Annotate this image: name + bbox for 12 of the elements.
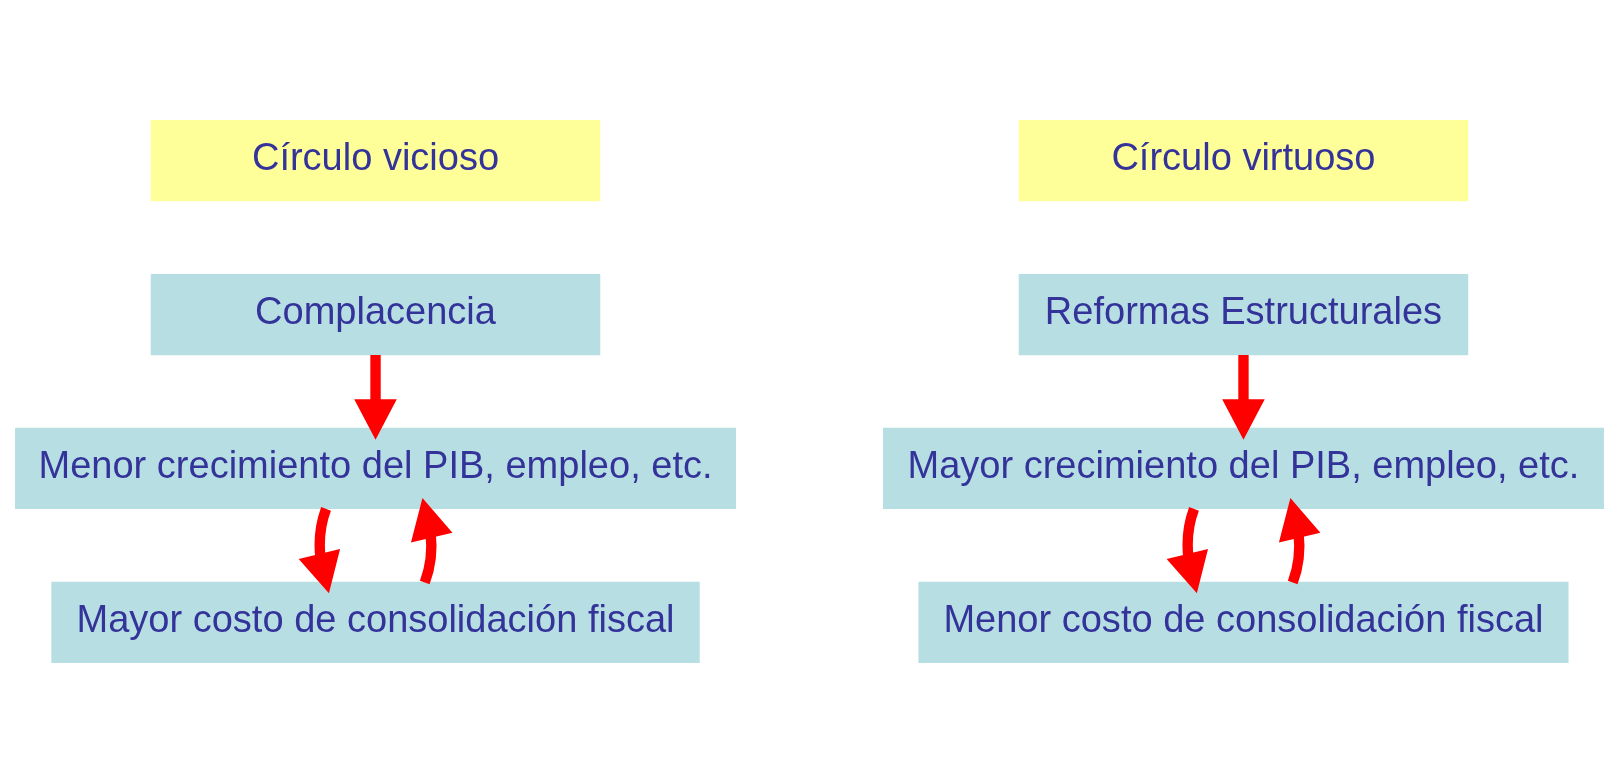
arrow	[1222, 354, 1265, 440]
node-box: Mayor costo de consolidación fiscal	[51, 581, 700, 663]
arrow	[1166, 506, 1208, 593]
node-box: Círculo vicioso	[150, 119, 601, 201]
node-box: Menor crecimiento del PIB, empleo, etc.	[15, 427, 736, 509]
arrow	[298, 506, 341, 593]
node-box: Mayor crecimiento del PIB, empleo, etc.	[883, 427, 1604, 509]
node-box: Círculo virtuoso	[1018, 119, 1469, 201]
node-box: Complacencia	[150, 273, 601, 355]
node-box: Menor costo de consolidación fiscal	[918, 581, 1569, 663]
arrow	[354, 354, 397, 440]
node-box: Reformas Estructurales	[1018, 273, 1469, 355]
